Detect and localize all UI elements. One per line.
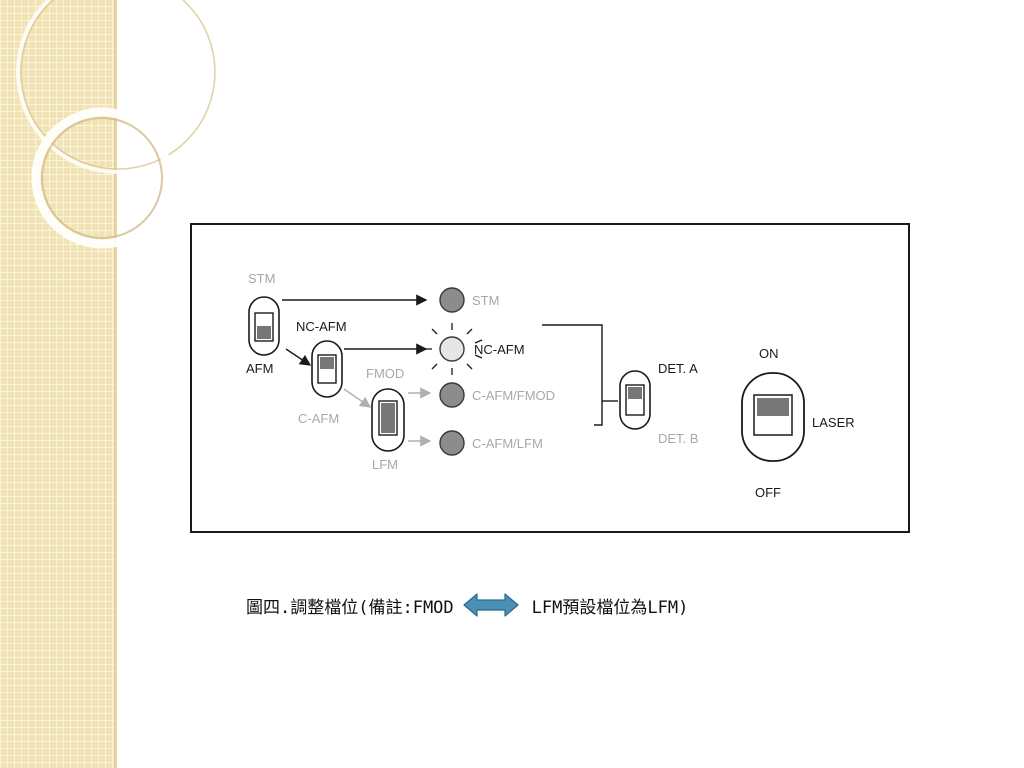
led-c-afm-fmod [439, 382, 465, 408]
mode-switch-diagram-canvas: STM AFM NC-AFM C-AFM FMOD LFM [246, 271, 855, 500]
side-band-edge [114, 0, 117, 768]
led-c-afm-fmod-label: C-AFM/FMOD [472, 388, 555, 403]
led-c-afm-lfm [439, 430, 465, 456]
laser-on-label: ON [759, 346, 779, 361]
led-nc-afm-label: NC-AFM [474, 342, 525, 357]
led-nc-afm [439, 336, 465, 362]
laser-off-label: OFF [755, 485, 781, 500]
caption-prefix: 圖四.調整檔位(備註:FMOD [246, 597, 454, 618]
fmod-lfm-switch [371, 388, 405, 452]
nc-afm-c-afm-switch [311, 340, 343, 398]
detector-bracket [542, 324, 603, 426]
decorative-rings [16, 0, 220, 249]
afm-switch-label: AFM [246, 361, 273, 376]
caption-suffix: LFM預設檔位為LFM) [531, 597, 689, 618]
led-stm [439, 287, 465, 313]
decorative-ring-small [31, 107, 173, 249]
decorative-ring-small-shadow [41, 117, 163, 239]
decorative-ring-large-shadow [20, 0, 216, 170]
mode-switch-diagram: STM AFM NC-AFM C-AFM FMOD LFM [190, 223, 910, 533]
nc-afm-switch-label: NC-AFM [296, 319, 347, 334]
det-b-label: DET. B [658, 431, 698, 446]
led-stm-label: STM [472, 293, 499, 308]
laser-switch [741, 372, 805, 462]
arrow-afm [285, 348, 312, 366]
double-arrow-icon [463, 593, 519, 617]
stm-afm-switch [248, 296, 280, 356]
det-a-label: DET. A [658, 361, 698, 376]
fmod-switch-label: FMOD [366, 366, 404, 381]
laser-label: LASER [812, 415, 855, 430]
figure-caption: 圖四.調整檔位(備註:FMOD LFM預設檔位為LFM) [246, 591, 688, 619]
arrow-c-afm [343, 388, 372, 408]
detector-switch [619, 370, 651, 430]
led-c-afm-lfm-label: C-AFM/LFM [472, 436, 543, 451]
stm-switch-label: STM [248, 271, 275, 286]
c-afm-switch-label: C-AFM [298, 411, 339, 426]
led-nc-afm-glow [425, 323, 483, 375]
decorative-ring-large [16, 0, 220, 174]
lfm-switch-label: LFM [372, 457, 398, 472]
